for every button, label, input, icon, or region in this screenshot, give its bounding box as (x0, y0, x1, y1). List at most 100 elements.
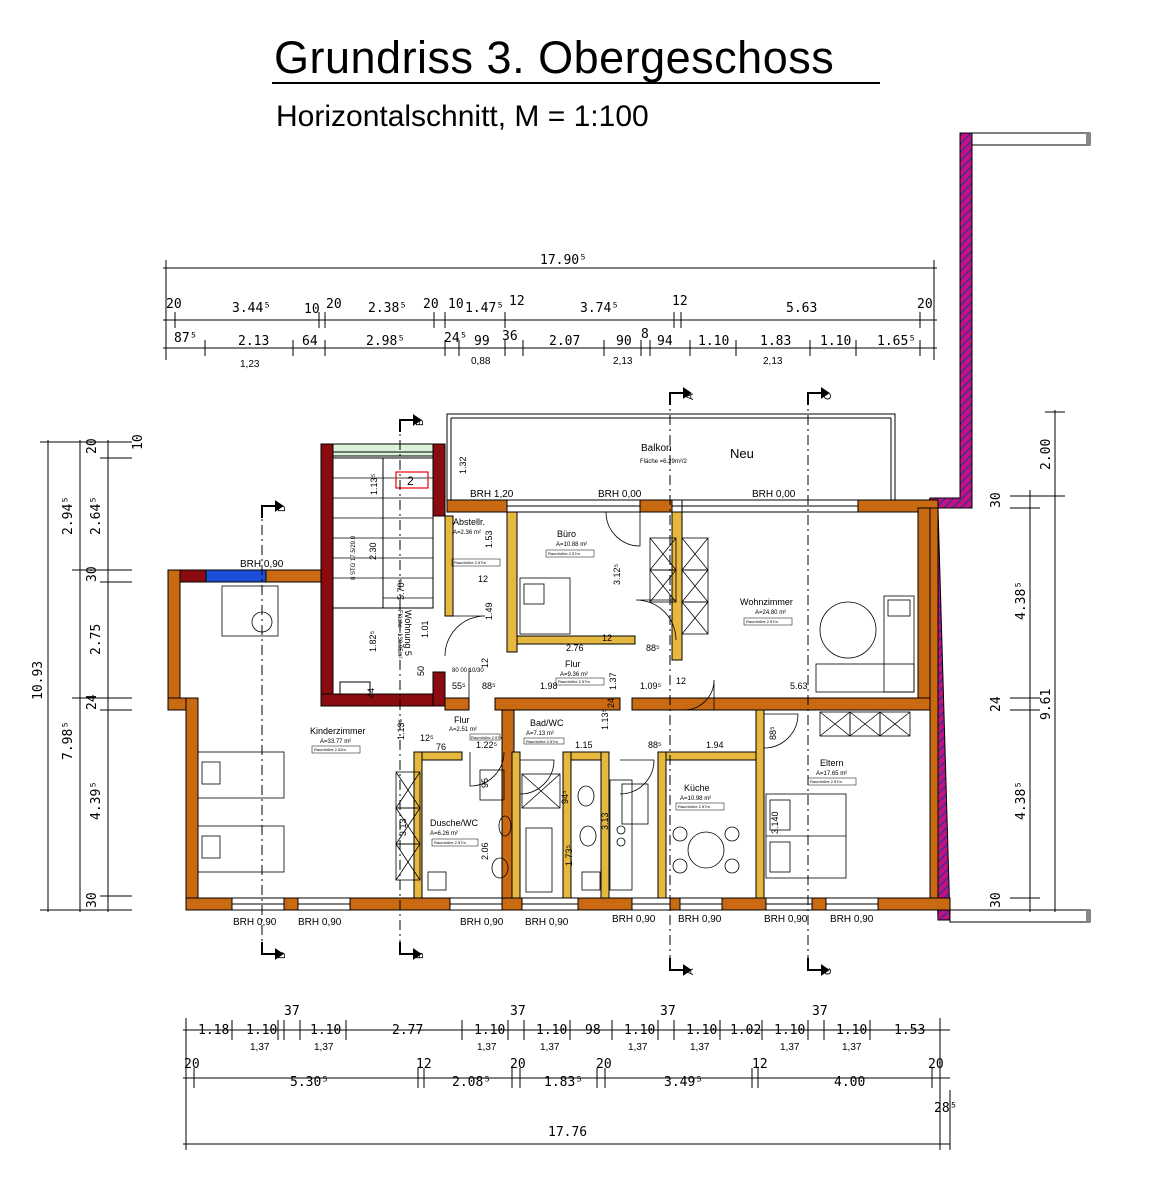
svg-text:5.70⁵: 5.70⁵ (396, 578, 406, 600)
svg-text:Küche: Küche (684, 783, 710, 793)
svg-text:44: 44 (366, 688, 376, 698)
svg-text:5.30⁵: 5.30⁵ (290, 1075, 329, 1090)
svg-text:95: 95 (480, 778, 490, 788)
svg-text:88⁵: 88⁵ (482, 681, 496, 691)
svg-text:1.10: 1.10 (820, 334, 851, 349)
svg-text:A=6.26 m²: A=6.26 m² (430, 831, 458, 837)
svg-text:1,37: 1,37 (314, 1042, 334, 1053)
svg-text:12: 12 (478, 574, 488, 584)
svg-text:Fläche =130.95m²: Fläche =130.95m² (396, 610, 402, 659)
svg-text:10: 10 (304, 302, 320, 317)
svg-text:50: 50 (416, 666, 426, 676)
svg-text:B: B (415, 952, 426, 959)
svg-text:Raumhöhe 2.52m: Raumhöhe 2.52m (314, 747, 346, 752)
svg-text:24: 24 (989, 696, 1004, 712)
svg-text:1.10: 1.10 (774, 1023, 805, 1038)
windows (231, 499, 879, 911)
svg-text:C: C (823, 968, 834, 975)
svg-text:BRH 0,00: BRH 0,00 (752, 489, 796, 500)
svg-text:A=2.51 m²: A=2.51 m² (449, 727, 477, 733)
svg-text:17.90⁵: 17.90⁵ (540, 253, 587, 268)
svg-text:1.13⁵: 1.13⁵ (369, 473, 379, 495)
svg-text:A: A (685, 968, 696, 975)
svg-text:2.94⁵: 2.94⁵ (61, 496, 76, 535)
svg-text:20: 20 (85, 438, 100, 454)
svg-text:1.47⁵: 1.47⁵ (465, 301, 504, 316)
svg-text:Neu: Neu (730, 446, 754, 461)
svg-text:Abstellr.: Abstellr. (453, 517, 485, 527)
svg-text:3.44⁵: 3.44⁵ (232, 301, 271, 316)
svg-text:4.38⁵: 4.38⁵ (1014, 781, 1029, 820)
svg-text:2,13: 2,13 (613, 356, 633, 367)
svg-text:5.63: 5.63 (786, 301, 817, 316)
svg-text:3.12⁵: 3.12⁵ (612, 563, 622, 585)
page-subtitle: Horizontalschnitt, M = 1:100 (276, 100, 649, 133)
svg-text:Raumhöhe 2.57m: Raumhöhe 2.57m (434, 840, 466, 845)
svg-text:Eltern: Eltern (820, 758, 844, 768)
svg-text:1.37: 1.37 (608, 672, 618, 690)
svg-text:2.38⁵: 2.38⁵ (368, 301, 407, 316)
svg-text:1.22⁵: 1.22⁵ (476, 740, 498, 750)
svg-text:3.140: 3.140 (770, 811, 780, 834)
svg-text:A: A (685, 393, 696, 400)
bottom-dimension-labels: 1.18 1.10 1.10 2.77 1.10 1.10 98 1.10 1.… (184, 1004, 957, 1140)
svg-text:2: 2 (407, 474, 414, 488)
svg-text:1,37: 1,37 (250, 1042, 270, 1053)
svg-text:A=10.88 m²: A=10.88 m² (556, 542, 587, 548)
walls (167, 499, 951, 911)
svg-text:0,88: 0,88 (471, 356, 491, 367)
svg-text:20: 20 (928, 1057, 944, 1072)
svg-text:A=2.36 m²: A=2.36 m² (453, 530, 481, 536)
svg-text:1.49: 1.49 (484, 602, 494, 620)
svg-text:1.98: 1.98 (540, 681, 558, 691)
svg-text:20: 20 (326, 297, 342, 312)
svg-text:20: 20 (166, 297, 182, 312)
svg-text:37: 37 (812, 1004, 828, 1019)
svg-text:12: 12 (416, 1057, 432, 1072)
svg-text:1.83: 1.83 (760, 334, 791, 349)
title-underline (272, 82, 880, 84)
svg-text:1.53: 1.53 (484, 530, 494, 548)
svg-text:Raumhöhe 2.57m: Raumhöhe 2.57m (746, 619, 778, 624)
svg-text:1,37: 1,37 (842, 1042, 862, 1053)
svg-text:BRH 0,90: BRH 0,90 (764, 914, 808, 925)
svg-text:3.13: 3.13 (600, 812, 610, 830)
svg-text:1.10: 1.10 (836, 1023, 867, 1038)
stairwell: 2 (320, 443, 446, 707)
svg-text:4.00: 4.00 (834, 1075, 865, 1090)
svg-text:37: 37 (510, 1004, 526, 1019)
svg-text:1,37: 1,37 (477, 1042, 497, 1053)
svg-text:9.61: 9.61 (1039, 689, 1054, 720)
svg-text:A=24.80 m²: A=24.80 m² (755, 610, 786, 616)
svg-text:20: 20 (184, 1057, 200, 1072)
svg-text:94: 94 (657, 334, 673, 349)
svg-text:1.15: 1.15 (575, 740, 593, 750)
svg-text:1.53: 1.53 (894, 1023, 925, 1038)
svg-text:2.30: 2.30 (368, 542, 378, 560)
furniture (197, 537, 915, 893)
svg-text:17.76: 17.76 (548, 1125, 587, 1140)
svg-text:76: 76 (436, 742, 446, 752)
svg-text:1.82⁵: 1.82⁵ (368, 630, 378, 652)
svg-text:30: 30 (85, 566, 100, 582)
svg-text:20: 20 (917, 297, 933, 312)
svg-text:Balkon: Balkon (641, 443, 672, 454)
svg-text:1,37: 1,37 (540, 1042, 560, 1053)
svg-text:2.07: 2.07 (549, 334, 580, 349)
svg-text:D: D (277, 505, 288, 512)
svg-text:BRH 0,90: BRH 0,90 (298, 917, 342, 928)
svg-text:36: 36 (502, 329, 518, 344)
svg-text:12: 12 (480, 658, 490, 668)
svg-text:1.02: 1.02 (730, 1023, 761, 1038)
svg-text:D: D (277, 952, 288, 959)
svg-text:3.74⁵: 3.74⁵ (580, 301, 619, 316)
svg-text:1,37: 1,37 (690, 1042, 710, 1053)
svg-text:4.39⁵: 4.39⁵ (89, 781, 104, 820)
svg-text:1.10: 1.10 (686, 1023, 717, 1038)
svg-text:37: 37 (284, 1004, 300, 1019)
right-dimension-labels: 2.00 30 4.38⁵ 24 9.61 4.38⁵ 30 (989, 439, 1054, 908)
svg-text:2.08⁵: 2.08⁵ (452, 1075, 491, 1090)
svg-text:12: 12 (676, 676, 686, 686)
svg-text:BRH 0,00: BRH 0,00 (598, 489, 642, 500)
svg-text:88⁵: 88⁵ (646, 643, 660, 653)
